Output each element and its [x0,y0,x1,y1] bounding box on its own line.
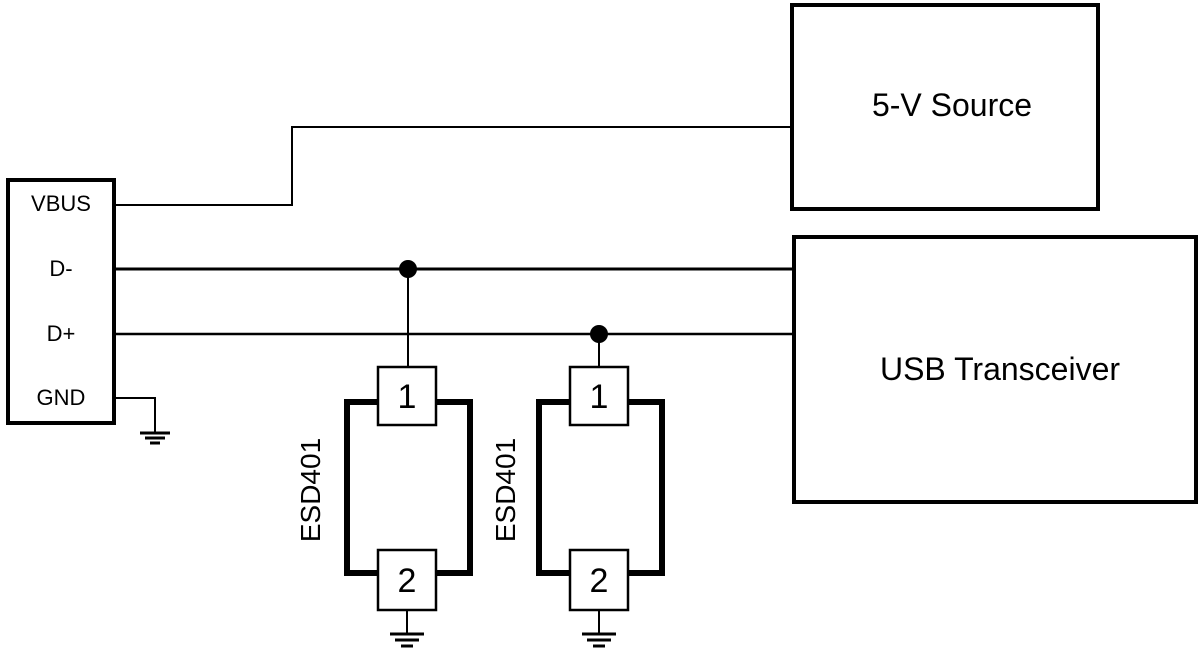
esd2-pin1-box [568,365,630,427]
pin-label-dplus: D+ [47,321,76,346]
source-block-label: 5-V Source [872,87,1032,123]
source-block: 5-V Source [790,3,1100,211]
esd2-pin2-box [568,548,630,612]
ground-symbol-connector [140,431,170,445]
transceiver-block: USB Transceiver [792,235,1198,504]
ground-symbol-esd2 [582,632,616,648]
esd2-pin2-label: 2 [590,562,609,600]
esd1-body-loop [344,399,473,576]
gnd-wire [114,397,156,433]
wires [114,126,794,433]
transceiver-block-outline [792,235,1198,504]
esd2-body-loop [536,399,665,576]
esd1-pin2-box [376,548,438,612]
usb-connector-body [6,178,116,425]
source-block-outline [790,3,1100,211]
pin-label-dminus: D- [49,256,72,281]
esd1-pin2-label: 2 [398,562,417,600]
dminus-junction-dot [399,260,417,278]
esd2-part-label: ESD401 [490,438,521,542]
transceiver-block-label: USB Transceiver [880,351,1120,387]
esd-device-1: 1 2 ESD401 [295,365,473,648]
pin-label-gnd: GND [37,385,86,410]
usb-connector: VBUS D- D+ GND [6,178,116,425]
esd-device-2: 1 2 ESD401 [490,365,665,648]
vbus-wire [114,126,792,206]
dplus-junction-dot [590,325,608,343]
esd1-part-label: ESD401 [295,438,326,542]
esd1-pin1-box [376,365,438,427]
pin-label-vbus: VBUS [31,191,91,216]
esd2-pin1-label: 1 [590,378,609,416]
ground-symbol-esd1 [390,632,424,648]
esd1-pin1-label: 1 [398,378,417,416]
